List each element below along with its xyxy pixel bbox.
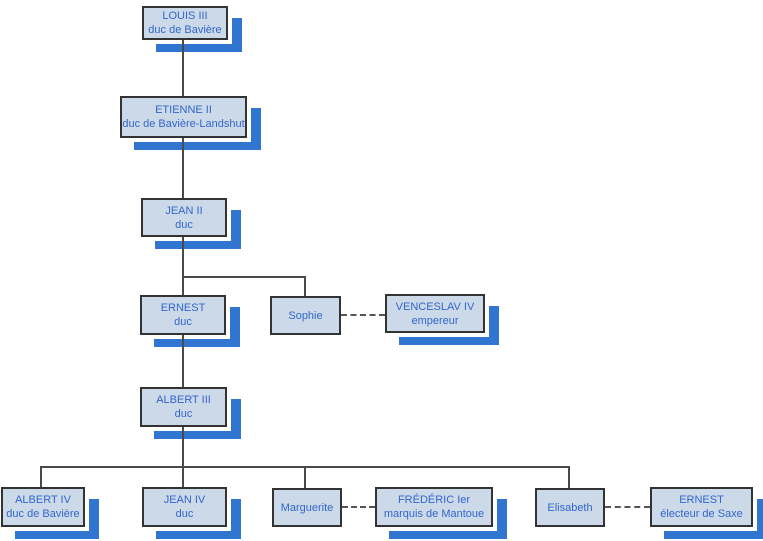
- connector-louis-etienne: [182, 40, 184, 96]
- node-name: ERNEST: [679, 494, 724, 506]
- node-name: ALBERT IV: [15, 494, 71, 506]
- node-title: duc: [174, 316, 192, 328]
- connector-jean2-ernest: [182, 237, 184, 295]
- connector-drop-marguerite: [304, 466, 306, 488]
- tree-node-etienne-ii[interactable]: ETIENNE II duc de Bavière-Landshut: [116, 92, 251, 142]
- connector-drop-albert4: [40, 466, 42, 487]
- connector-branch-sophie: [182, 276, 305, 278]
- tree-node-albert-iii[interactable]: ALBERT III duc: [136, 383, 231, 431]
- connector-albert3-jean4: [182, 427, 184, 487]
- tree-node-venceslav-iv[interactable]: VENCESLAV IV empereur: [381, 290, 489, 337]
- tree-node-marguerite[interactable]: Marguerite: [268, 484, 346, 531]
- node-title: duc de Bavière: [148, 24, 222, 36]
- tree-node-ernest[interactable]: ERNEST duc: [136, 291, 230, 339]
- tree-node-frederic-ier[interactable]: FRÉDÉRIC Ier marquis de Mantoue: [371, 483, 497, 531]
- tree-node-louis-iii[interactable]: LOUIS III duc de Bavière: [138, 2, 232, 44]
- node-title: marquis de Mantoue: [383, 508, 485, 520]
- node-name: JEAN IV: [163, 494, 206, 506]
- marriage-sophie-venceslav: [341, 314, 385, 316]
- tree-node-jean-iv[interactable]: JEAN IV duc: [138, 483, 231, 531]
- marriage-elisabeth-ernest: [605, 506, 650, 508]
- node-name: LOUIS III: [162, 10, 208, 22]
- node-name: Sophie: [288, 309, 323, 322]
- tree-node-jean-ii[interactable]: JEAN II duc: [137, 194, 231, 241]
- marriage-marguerite-frederic: [342, 506, 375, 508]
- node-name: Elisabeth: [547, 501, 593, 514]
- connector-drop-sophie: [304, 276, 306, 296]
- node-name: VENCESLAV IV: [395, 300, 475, 313]
- node-name: Marguerite: [280, 501, 334, 514]
- node-title: duc de Bavière-Landshut: [122, 118, 245, 130]
- node-title: électeur de Saxe: [660, 508, 743, 520]
- node-title: duc de Bavière: [6, 508, 80, 520]
- tree-node-albert-iv[interactable]: ALBERT IV duc de Bavière: [0, 483, 89, 531]
- connector-etienne-jean2: [182, 138, 184, 198]
- node-title: duc: [174, 408, 193, 420]
- connector-ernest-albert3: [182, 335, 184, 387]
- node-name: ALBERT III: [156, 394, 211, 406]
- node-name: FRÉDÉRIC Ier: [397, 494, 471, 506]
- node-title: empereur: [411, 314, 459, 327]
- tree-node-sophie[interactable]: Sophie: [266, 292, 345, 339]
- node-name: ERNEST: [160, 302, 206, 314]
- node-title: duc: [175, 508, 194, 520]
- node-title: duc: [175, 218, 193, 231]
- tree-node-elisabeth[interactable]: Elisabeth: [531, 484, 609, 531]
- connector-drop-elisabeth: [568, 466, 570, 488]
- node-name: JEAN II: [165, 204, 203, 217]
- tree-node-ernest-saxe[interactable]: ERNEST électeur de Saxe: [646, 483, 757, 531]
- node-name: ETIENNE II: [155, 104, 212, 116]
